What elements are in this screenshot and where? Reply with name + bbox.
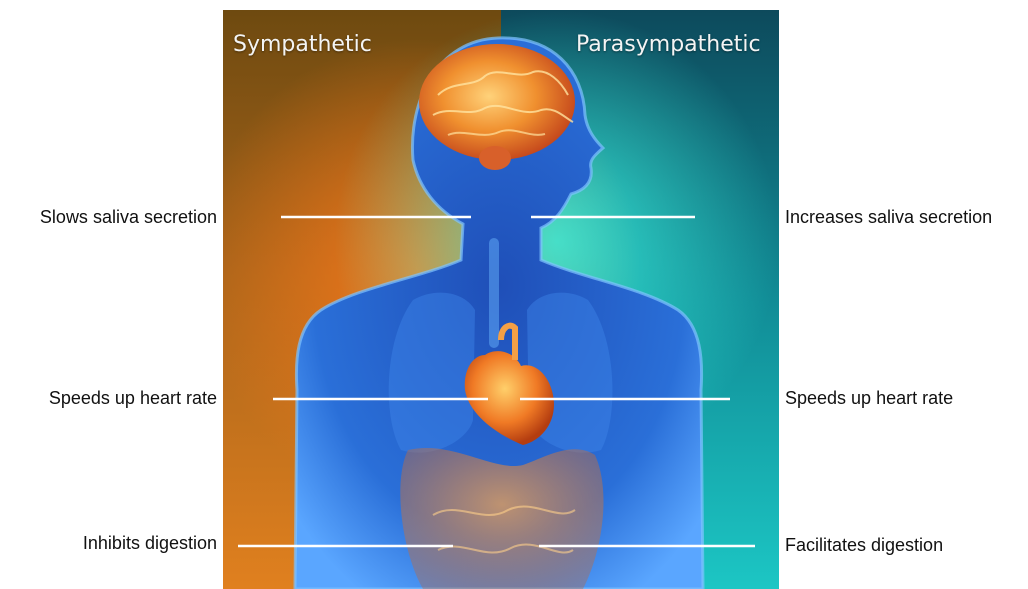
parasympathetic-effect-digestion: Facilitates digestion (785, 534, 943, 556)
parasympathetic-header: Parasympathetic (576, 32, 761, 57)
sympathetic-effect-saliva: Slows saliva secretion (40, 206, 217, 228)
sympathetic-effect-heart: Speeds up heart rate (49, 387, 217, 409)
anatomy-svg (223, 10, 779, 589)
anatomy-illustration: Sympathetic Parasympathetic (223, 10, 779, 589)
sympathetic-effect-digestion: Inhibits digestion (83, 532, 217, 554)
digestive-organs (400, 448, 603, 589)
brain (419, 44, 575, 160)
parasympathetic-effect-heart: Speeds up heart rate (785, 387, 953, 409)
parasympathetic-effect-saliva: Increases saliva secretion (785, 206, 992, 228)
sympathetic-header: Sympathetic (233, 32, 372, 57)
